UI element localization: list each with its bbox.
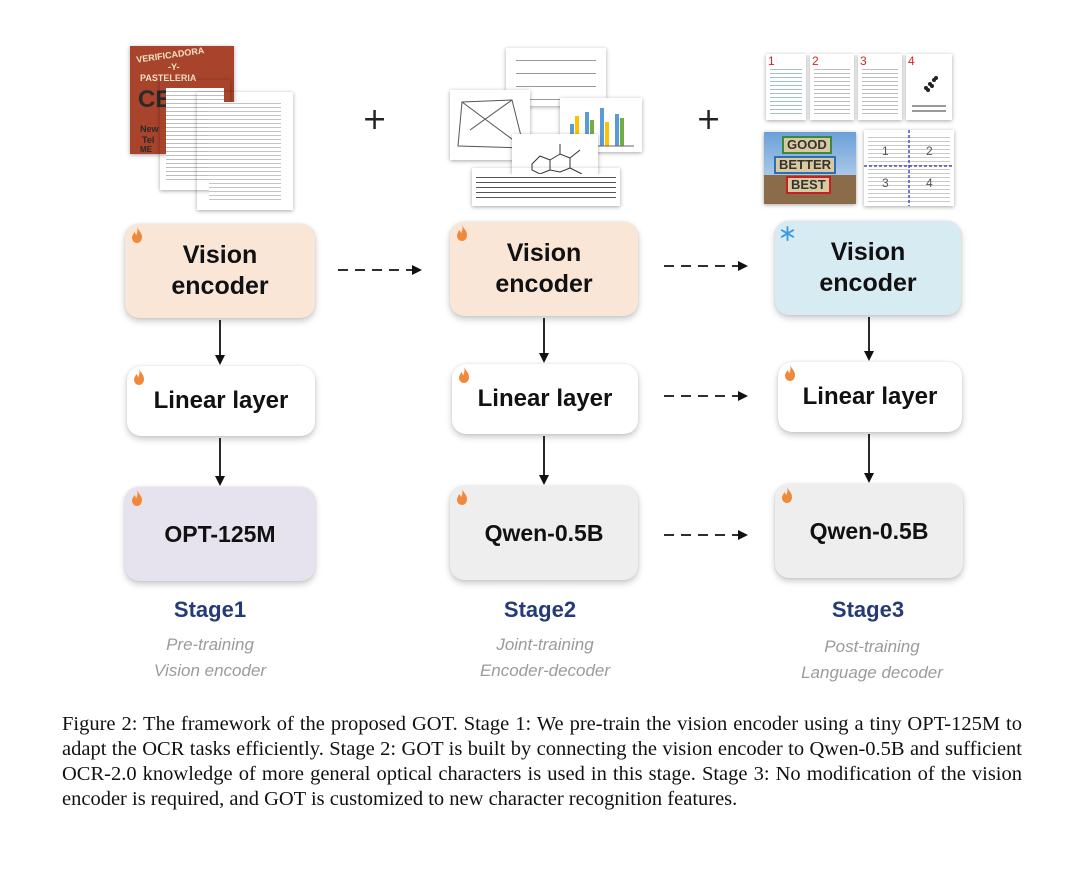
snowflake-icon bbox=[780, 226, 795, 241]
page-number-label: 3 bbox=[860, 54, 867, 68]
poster-text-5: New bbox=[140, 124, 159, 134]
decoder-label: Qwen-0.5B bbox=[809, 517, 929, 544]
linear-layer-label: Linear layer bbox=[153, 387, 289, 414]
poster-text-6: Tel bbox=[142, 135, 155, 145]
stage3-linear-layer: Linear layer bbox=[778, 362, 962, 432]
sign-word: BETTER bbox=[774, 156, 836, 174]
flame-icon bbox=[782, 487, 792, 503]
stage3-subtitle-line1: Post-training bbox=[824, 637, 920, 656]
arrows-layer bbox=[215, 261, 874, 540]
paper-page-thumbnail bbox=[906, 54, 952, 120]
stage2-subtitle-line2: Encoder-decoder bbox=[479, 661, 611, 680]
page-number-label: 1 bbox=[768, 54, 775, 68]
decoder-label: Qwen-0.5B bbox=[484, 519, 604, 546]
road-sign-photo-thumbnail: GOOD BETTER BEST bbox=[764, 132, 856, 204]
decoder-label: OPT-125M bbox=[164, 520, 276, 547]
page-number-label: 4 bbox=[908, 54, 915, 68]
poster-text-3: PASTELERIA bbox=[140, 73, 197, 83]
flame-icon bbox=[132, 490, 142, 506]
stage1-linear-layer: Linear layer bbox=[127, 366, 315, 436]
linear-layer-label: Linear layer bbox=[802, 383, 938, 410]
linear-layer-label: Linear layer bbox=[477, 385, 613, 412]
stage2-vision-encoder: Vision encoder bbox=[450, 222, 638, 316]
poster-text-2: -Y- bbox=[168, 62, 180, 72]
plus-sign: + bbox=[362, 102, 388, 137]
region-number-label: 3 bbox=[882, 176, 889, 190]
figure-caption: Figure 2: The framework of the proposed … bbox=[62, 713, 1022, 810]
document-page-thumbnail bbox=[197, 92, 293, 210]
sheet-music-thumbnail bbox=[472, 168, 620, 206]
region-number-label: 2 bbox=[926, 144, 933, 158]
paper-page-thumbnail bbox=[766, 54, 806, 120]
stage2-subtitle-line1: Joint-training bbox=[496, 635, 594, 654]
flame-icon bbox=[457, 489, 467, 505]
stage1-title: Stage1 bbox=[173, 597, 247, 622]
stage3-title: Stage3 bbox=[831, 597, 905, 622]
stage2-decoder: Qwen-0.5B bbox=[450, 486, 638, 580]
vision-encoder-label: Vision encoder bbox=[171, 241, 269, 300]
stage1-decoder: OPT-125M bbox=[125, 487, 315, 581]
sign-word: BEST bbox=[786, 176, 831, 194]
poster-text-4: CE bbox=[138, 86, 172, 113]
flame-icon bbox=[132, 227, 142, 243]
paper-page-thumbnail bbox=[810, 54, 854, 120]
stage3-decoder: Qwen-0.5B bbox=[775, 484, 963, 578]
stage2-title: Stage2 bbox=[503, 597, 577, 622]
region-number-label: 4 bbox=[926, 176, 933, 190]
stage1-subtitle-line1: Pre-training bbox=[166, 635, 254, 654]
paper-page-thumbnail bbox=[858, 54, 902, 120]
poster-text-7: ME bbox=[140, 145, 152, 154]
flame-icon bbox=[134, 369, 144, 385]
vision-encoder-label: Vision encoder bbox=[819, 238, 917, 297]
stage1-subtitle-line2: Vision encoder bbox=[153, 661, 267, 680]
flame-icon bbox=[459, 367, 469, 383]
sign-word: GOOD bbox=[782, 136, 832, 154]
flame-icon bbox=[785, 365, 795, 381]
flame-icon bbox=[457, 225, 467, 241]
stage3-subtitle-line2: Language decoder bbox=[801, 663, 943, 682]
plus-sign: + bbox=[696, 102, 722, 137]
region-number-label: 1 bbox=[882, 144, 889, 158]
stage3-vision-encoder: Vision encoder bbox=[775, 221, 961, 315]
page-number-label: 2 bbox=[812, 54, 819, 68]
stage1-vision-encoder: Vision encoder bbox=[125, 224, 315, 318]
multi-region-page-thumbnail: 1 2 3 4 bbox=[864, 130, 954, 206]
vision-encoder-label: Vision encoder bbox=[495, 239, 593, 298]
stage2-linear-layer: Linear layer bbox=[452, 364, 638, 434]
